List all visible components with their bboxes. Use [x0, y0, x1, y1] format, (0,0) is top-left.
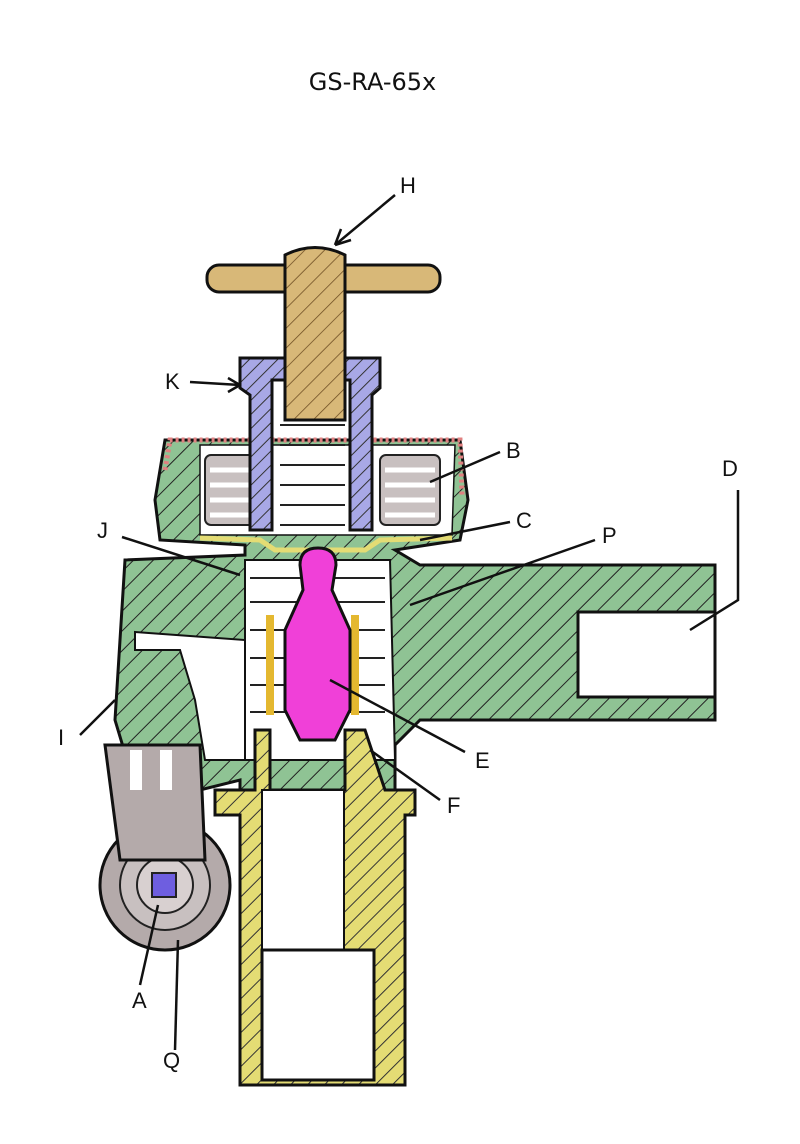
- outlet-port: [576, 610, 717, 699]
- label-b: B: [506, 438, 521, 463]
- label-a: A: [132, 988, 147, 1013]
- label-f: F: [447, 793, 460, 818]
- diagram-title: GS-RA-65x: [308, 68, 437, 96]
- label-e: E: [475, 748, 490, 773]
- label-h: H: [400, 173, 416, 198]
- leader-arrows: [79, 194, 740, 1051]
- label-p: P: [602, 523, 617, 548]
- t-handle: [205, 246, 442, 422]
- bellows-spring: [204, 454, 441, 526]
- clamp: [98, 743, 232, 952]
- valve-stem: [283, 246, 347, 422]
- center-spring: [280, 424, 345, 526]
- lower-sleeve: [213, 728, 417, 1087]
- label-i: I: [58, 725, 64, 750]
- poppet: [283, 546, 352, 742]
- guide-rails: [266, 615, 359, 715]
- label-q: Q: [163, 1048, 180, 1073]
- bonnet: [238, 356, 382, 532]
- cap-outline: [162, 437, 465, 496]
- label-d: D: [722, 456, 738, 481]
- label-k: K: [165, 369, 180, 394]
- label-c: C: [516, 508, 532, 533]
- square-shaft: [151, 872, 177, 898]
- label-j: J: [97, 518, 108, 543]
